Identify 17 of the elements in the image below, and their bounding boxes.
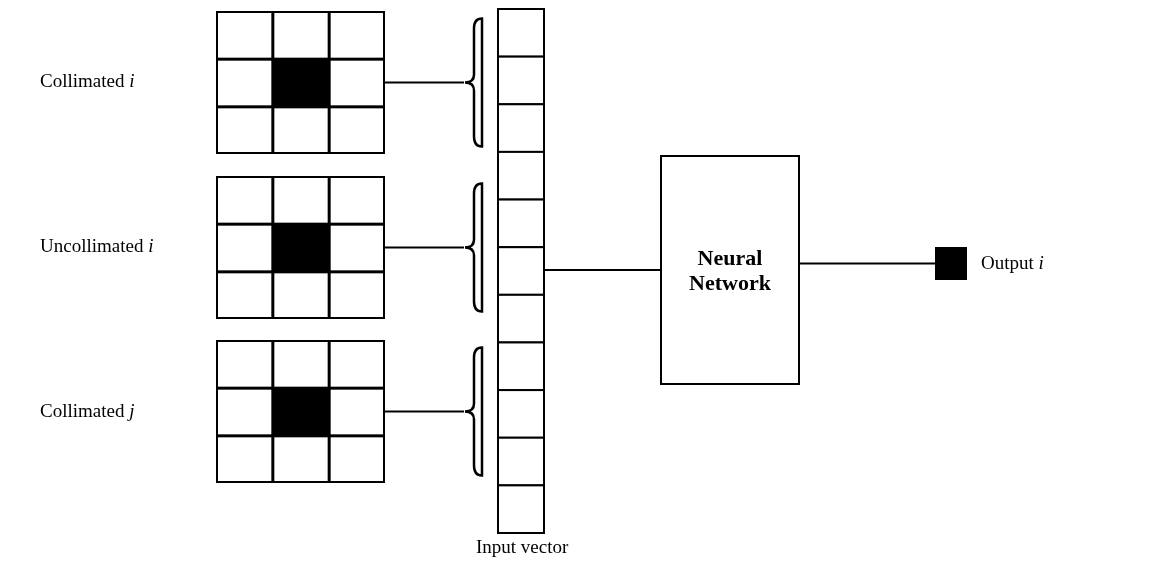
input-vector-drawing <box>464 8 545 534</box>
row-label: Collimated i <box>40 70 135 92</box>
pixel-grid-drawing <box>216 11 385 154</box>
connector-line <box>544 269 661 271</box>
row-label: Uncollimated i <box>40 235 154 257</box>
pixel-grid-drawing <box>216 340 385 483</box>
output-pixel <box>935 247 967 280</box>
connector-line <box>384 81 465 84</box>
process-box <box>660 155 800 385</box>
connector-line <box>384 410 465 413</box>
pixel-grid-drawing <box>216 176 385 319</box>
node-caption: Output i <box>981 252 1044 274</box>
box-label: Neural Network <box>688 244 772 296</box>
node-caption: Input vector <box>476 536 569 558</box>
connector-line <box>384 246 465 249</box>
row-label: Collimated j <box>40 400 135 422</box>
connector-line <box>799 262 936 265</box>
